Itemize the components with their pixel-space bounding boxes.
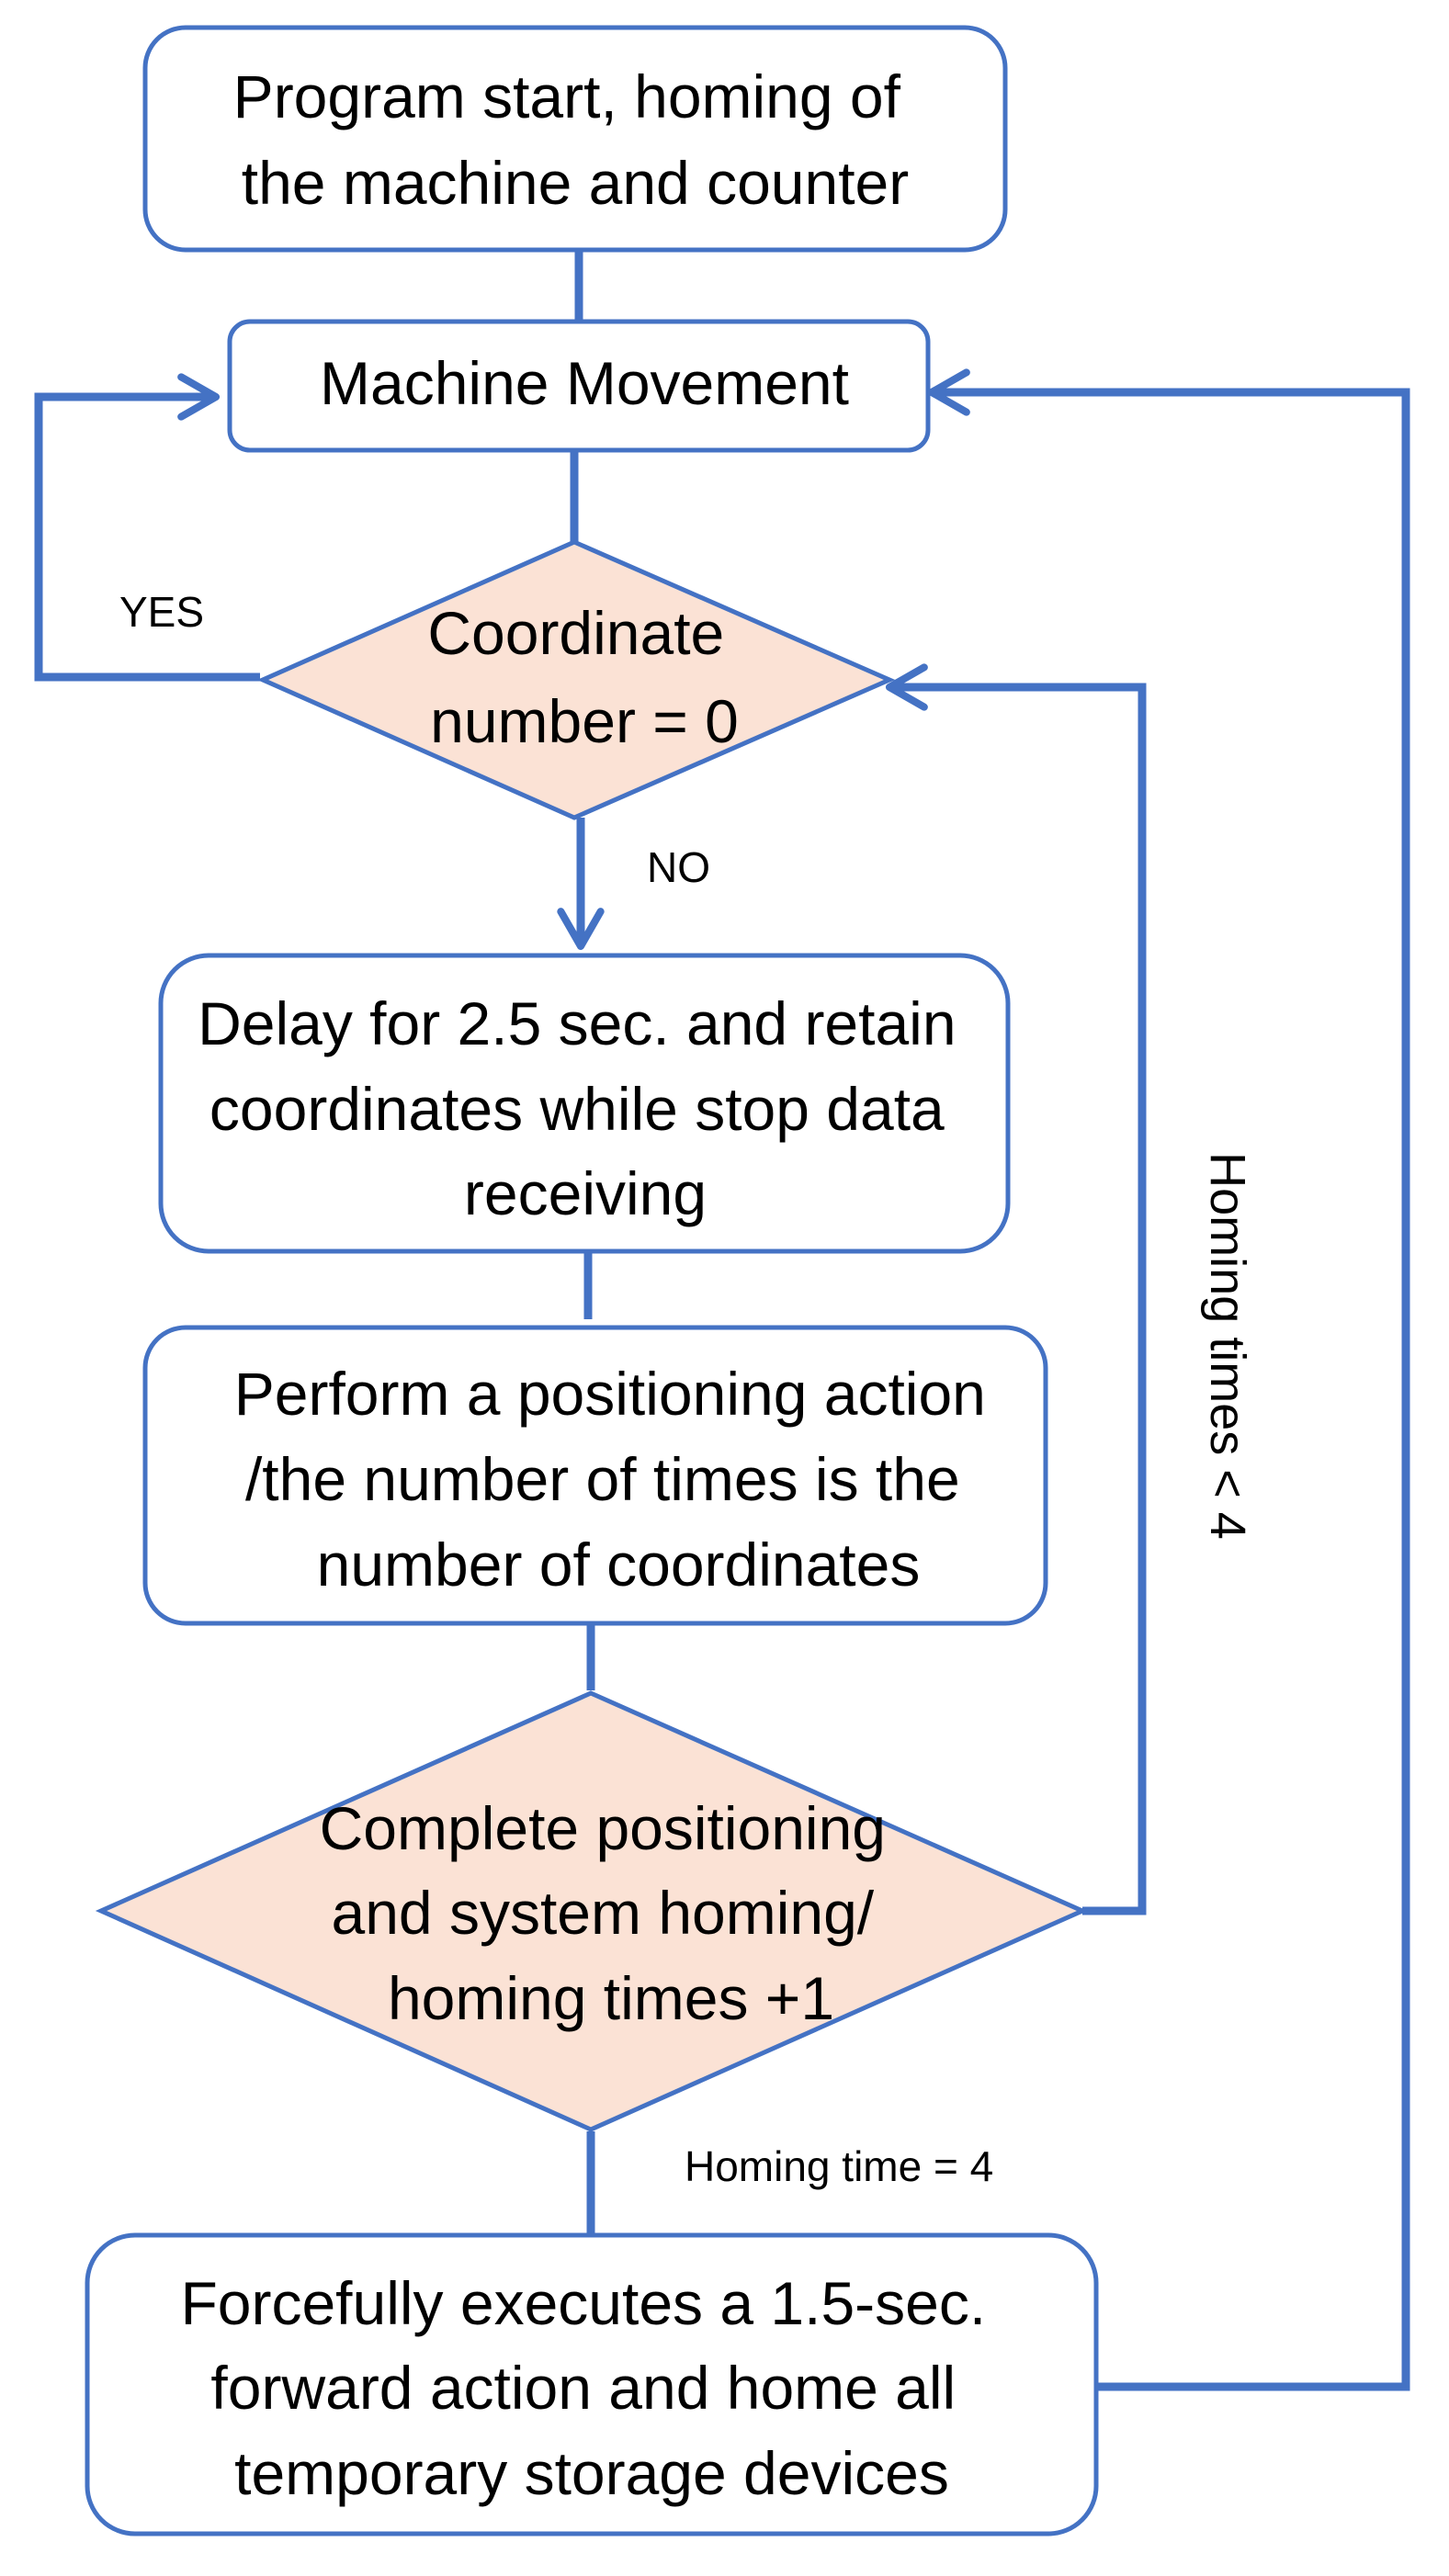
complete-check-line-3: homing times +1 [388,1964,834,2032]
homing-less-label: Homing times < 4 [1200,1152,1255,1540]
yes-label: YES [119,588,204,636]
forceful-line-3: temporary storage devices [234,2439,949,2507]
machine-movement-line-1: Machine Movement [320,349,849,417]
forceful-node: Forcefully executes a 1.5-sec. forward a… [85,2232,1099,2536]
positioning-text: Perform a positioning action /the number… [234,1360,1002,1599]
coordinate-check-line-1: Coordinate [427,599,724,667]
start-node-line-1: Program start, homing of [233,62,901,130]
positioning-line-2: /the number of times is the [245,1445,960,1513]
edge-homing-less-loop [885,663,1147,1915]
coordinate-check-node: Coordinate number = 0 [256,539,896,820]
forceful-line-1: Forcefully executes a 1.5-sec. [180,2269,986,2337]
positioning-line-1: Perform a positioning action [234,1360,986,1428]
delay-line-3: receiving [464,1159,707,1227]
forceful-text: Forcefully executes a 1.5-sec. forward a… [180,2269,1002,2507]
coordinate-check-diamond [256,539,896,820]
delay-node: Delay for 2.5 sec. and retain coordinate… [158,953,1011,1254]
edge-yes-loop [34,373,260,682]
machine-movement-text: Machine Movement [320,349,849,417]
delay-line-2: coordinates while stop data [209,1075,945,1143]
complete-check-line-2: and system homing/ [332,1879,875,1947]
positioning-box [142,1325,1048,1626]
edge-forceful-loop [927,368,1410,2391]
coordinate-check-text: Coordinate number = 0 [427,599,741,755]
start-node: Program start, homing of the machine and… [142,25,1008,253]
start-node-line-2: the machine and counter [242,149,909,217]
machine-movement-node: Machine Movement [227,319,931,453]
delay-text: Delay for 2.5 sec. and retain coordinate… [198,989,973,1227]
start-node-box [142,25,1008,253]
coordinate-check-line-2: number = 0 [430,687,739,755]
delay-line-1: Delay for 2.5 sec. and retain [198,989,956,1057]
machine-movement-box [227,319,931,453]
complete-check-node: Complete positioning and system homing/ … [95,1690,1089,2132]
complete-check-diamond [95,1690,1089,2132]
no-label: NO [647,843,710,891]
start-node-text: Program start, homing of the machine and… [233,62,918,217]
complete-check-line-1: Complete positioning [320,1794,886,1862]
forceful-line-2: forward action and home all [210,2354,956,2422]
delay-box [158,953,1011,1254]
homing-equal-label: Homing time = 4 [685,2142,993,2190]
complete-check-text: Complete positioning and system homing/ … [320,1794,903,2032]
forceful-box [85,2232,1099,2536]
positioning-line-3: number of coordinates [317,1531,921,1599]
positioning-node: Perform a positioning action /the number… [142,1325,1048,1626]
connectors [34,250,1410,2391]
